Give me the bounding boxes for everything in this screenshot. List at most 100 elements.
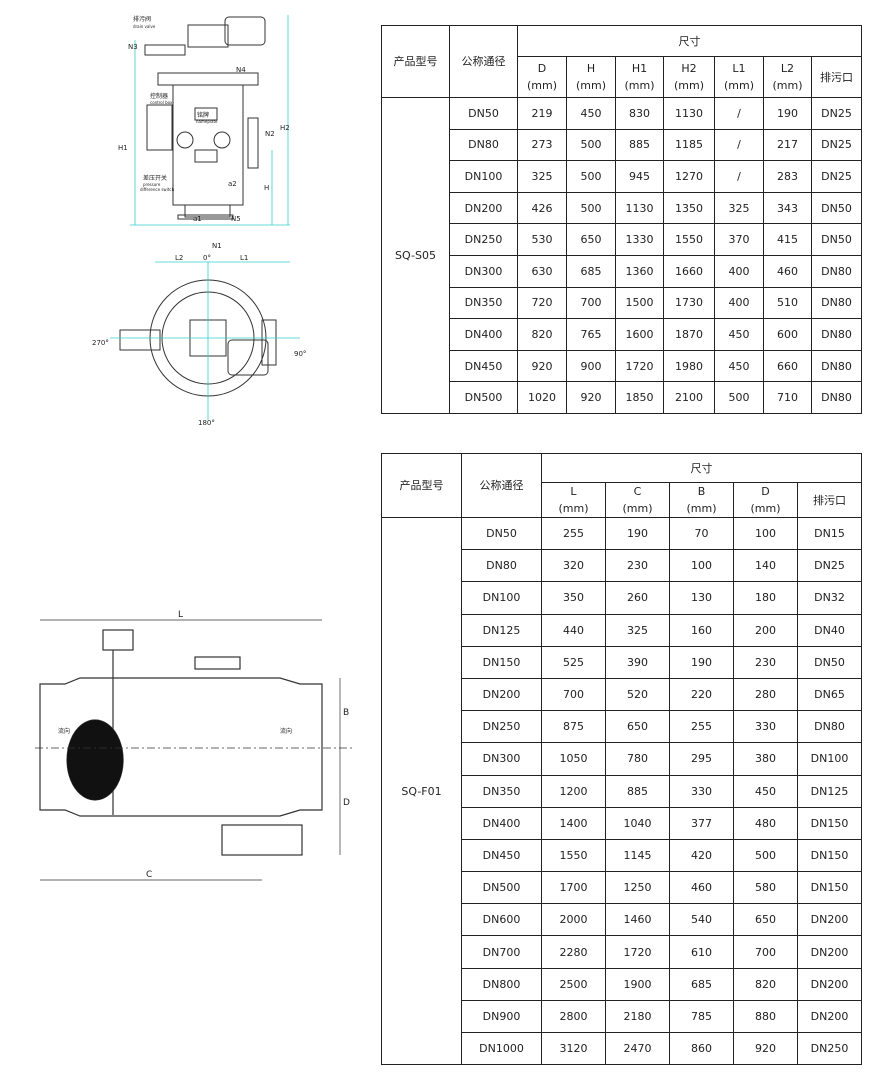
label-h1: H1 <box>118 144 128 152</box>
table-cell: 420 <box>669 838 734 873</box>
table-cell: 875 <box>541 710 606 744</box>
table-cell: 440 <box>541 613 606 647</box>
table-cell: 280 <box>733 677 798 712</box>
table-cell: 2000 <box>541 903 606 937</box>
table-cell: 255 <box>541 516 606 551</box>
table-cell: 1360 <box>615 254 664 288</box>
table-cell: 525 <box>541 645 606 679</box>
label-l: L <box>178 610 183 620</box>
table-cell: DN125 <box>796 774 863 808</box>
table-cell: 650 <box>566 223 616 256</box>
table-cell: DN32 <box>796 581 863 615</box>
header-text: C <box>633 485 642 498</box>
table-cell: DN1000 <box>461 1031 542 1066</box>
label-a2: a2 <box>228 180 237 188</box>
table-cell: DN65 <box>796 677 863 712</box>
table-cell: DN200 <box>796 999 863 1034</box>
label-180deg: 180° <box>198 419 215 427</box>
table-cell: 380 <box>733 742 798 776</box>
table-cell: DN350 <box>449 286 518 320</box>
label-h2: H2 <box>280 124 290 132</box>
table-cell: DN600 <box>461 903 542 937</box>
label-pressure-switch-en1: pressure <box>143 182 161 187</box>
drawing-sq-f01: L B D C 流向 流向 <box>35 610 355 881</box>
table-cell: 2280 <box>541 935 606 969</box>
table-cell: 217 <box>763 128 812 162</box>
table-cell: 650 <box>605 710 670 744</box>
table-cell: 325 <box>517 160 567 193</box>
table-cell: 190 <box>669 645 734 679</box>
table-cell: 500 <box>733 838 798 873</box>
table-cell: DN80 <box>810 318 863 351</box>
table-cell: 160 <box>669 613 734 647</box>
table-cell: 283 <box>763 160 812 193</box>
table-cell: DN200 <box>461 677 542 712</box>
table-cell: 230 <box>733 645 798 679</box>
table-cell: 1730 <box>663 286 715 320</box>
table-cell: DN50 <box>810 191 863 225</box>
table-cell: DN80 <box>810 349 863 383</box>
table-cell: 450 <box>714 318 764 351</box>
table-cell: 1550 <box>663 223 715 256</box>
table-cell: 2180 <box>605 999 670 1034</box>
table-cell: DN80 <box>810 254 863 288</box>
label-b: B <box>343 708 349 718</box>
table-cell: 1850 <box>615 381 664 414</box>
table-cell: DN25 <box>810 128 863 162</box>
table-cell: 630 <box>517 254 567 288</box>
table-cell: 260 <box>605 581 670 615</box>
header-col-b: B(mm) <box>669 482 734 518</box>
table-cell: DN80 <box>810 286 863 320</box>
table-cell: 580 <box>733 871 798 905</box>
table-cell: DN125 <box>461 613 542 647</box>
header-text: L2 <box>780 62 795 75</box>
header-text: L <box>570 485 577 498</box>
label-l1: L1 <box>240 254 248 262</box>
table-cell: 540 <box>669 903 734 937</box>
table-cell: / <box>714 128 764 162</box>
label-l2: L2 <box>175 254 183 262</box>
table-cell: / <box>714 160 764 193</box>
horizontal-filter-body <box>39 677 323 817</box>
table-cell: 450 <box>714 349 764 383</box>
table-cell: 1660 <box>663 254 715 288</box>
table-cell: 325 <box>605 613 670 647</box>
table-cell: 460 <box>763 254 812 288</box>
header-text: (mm) <box>673 79 704 92</box>
table-cell: DN400 <box>449 318 518 351</box>
table-cell: 820 <box>517 318 567 351</box>
table-cell: 900 <box>566 349 616 383</box>
table-cell: 190 <box>763 97 812 130</box>
table-cell: 920 <box>517 349 567 383</box>
table-cell: 685 <box>669 967 734 1001</box>
table-cell: DN150 <box>796 871 863 905</box>
table-cell: DN100 <box>461 581 542 615</box>
header-col-l1: L1(mm) <box>714 56 764 98</box>
table-cell: DN450 <box>449 349 518 383</box>
header-text: (mm) <box>575 79 606 92</box>
table-cell: / <box>714 97 764 130</box>
table-cell: 1600 <box>615 318 664 351</box>
drawing-sq-s05: 排污阀 drain valve 控制器 control box 铭牌 namep… <box>92 15 306 427</box>
model-cell: SQ-S05 <box>381 97 450 414</box>
header-col-h: H(mm) <box>566 56 616 98</box>
table-cell: 180 <box>733 581 798 615</box>
table-cell: 480 <box>733 806 798 840</box>
table-cell: 2470 <box>605 1031 670 1066</box>
table-cell: DN450 <box>461 838 542 873</box>
table-cell: 1130 <box>615 191 664 225</box>
header-dimensions: 尺寸 <box>516 25 863 57</box>
header-text: H2 <box>681 62 697 75</box>
